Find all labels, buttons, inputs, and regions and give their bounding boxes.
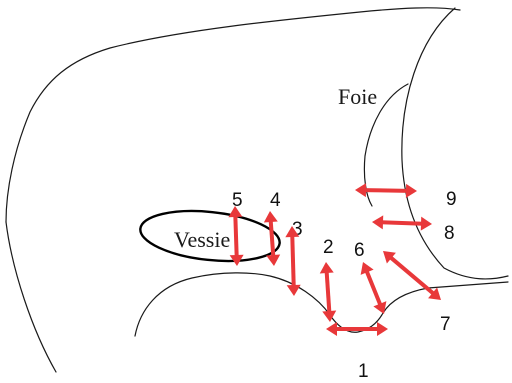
arrow-head-end	[286, 284, 301, 296]
arrow-head-end	[322, 310, 337, 322]
bladder-label: Vessie	[174, 227, 230, 252]
measurement-label-2: 2	[323, 237, 334, 258]
arrow-shaft	[388, 255, 436, 296]
body-outline	[5, 7, 461, 223]
measurement-arrow-5	[228, 206, 244, 266]
measurement-label-8: 8	[444, 223, 455, 244]
measurement-arrow-7	[383, 251, 441, 300]
arrow-shaft	[233, 214, 239, 258]
arrow-head-end	[266, 254, 281, 266]
arrow-shaft	[364, 269, 383, 307]
arrow-shaft	[290, 234, 296, 288]
arrow-shaft	[380, 220, 424, 226]
arrow-head-start	[285, 226, 300, 238]
measurement-arrow-4	[263, 211, 281, 266]
body-outline-lower	[5, 221, 57, 373]
measurement-label-9: 9	[446, 189, 457, 210]
measurement-label-6: 6	[354, 240, 365, 261]
arrow-head-start	[319, 262, 334, 274]
measurement-arrow-8	[372, 215, 432, 231]
arrow-head-end	[428, 287, 441, 300]
arrow-head-start	[360, 262, 374, 275]
arrow-head-start	[263, 211, 278, 223]
arrow-head-end	[420, 216, 432, 231]
arrow-shaft	[268, 219, 276, 258]
arrow-head-end	[373, 301, 387, 314]
liver-inner-lobe	[363, 83, 409, 207]
arrow-head-start	[326, 322, 337, 336]
measurement-arrow-6	[360, 262, 387, 314]
measurement-label-7: 7	[440, 314, 451, 335]
arrow-head-start	[383, 251, 396, 264]
arrow-head-start	[355, 183, 367, 198]
measurement-label-5: 5	[232, 190, 243, 211]
measurement-label-4: 4	[270, 190, 281, 211]
liver-label: Foie	[338, 84, 377, 109]
measurement-arrow-1	[326, 322, 388, 336]
arrow-shaft	[363, 188, 409, 193]
arrow-head-end	[405, 183, 417, 198]
liver-outline	[401, 7, 509, 280]
measurement-arrow-3	[285, 226, 301, 296]
measurement-arrow-9	[355, 183, 417, 198]
abdominal-floor-contour	[134, 272, 509, 337]
measurement-label-3: 3	[292, 219, 303, 240]
arrow-head-end	[229, 254, 244, 266]
measurement-label-1: 1	[358, 361, 369, 382]
arrow-head-start	[372, 215, 384, 230]
bladder-ellipse	[139, 209, 281, 263]
arrow-head-end	[377, 322, 388, 336]
measurement-arrow-2	[319, 262, 337, 322]
arrow-shaft	[324, 270, 332, 314]
arrow-head-start	[228, 206, 243, 218]
